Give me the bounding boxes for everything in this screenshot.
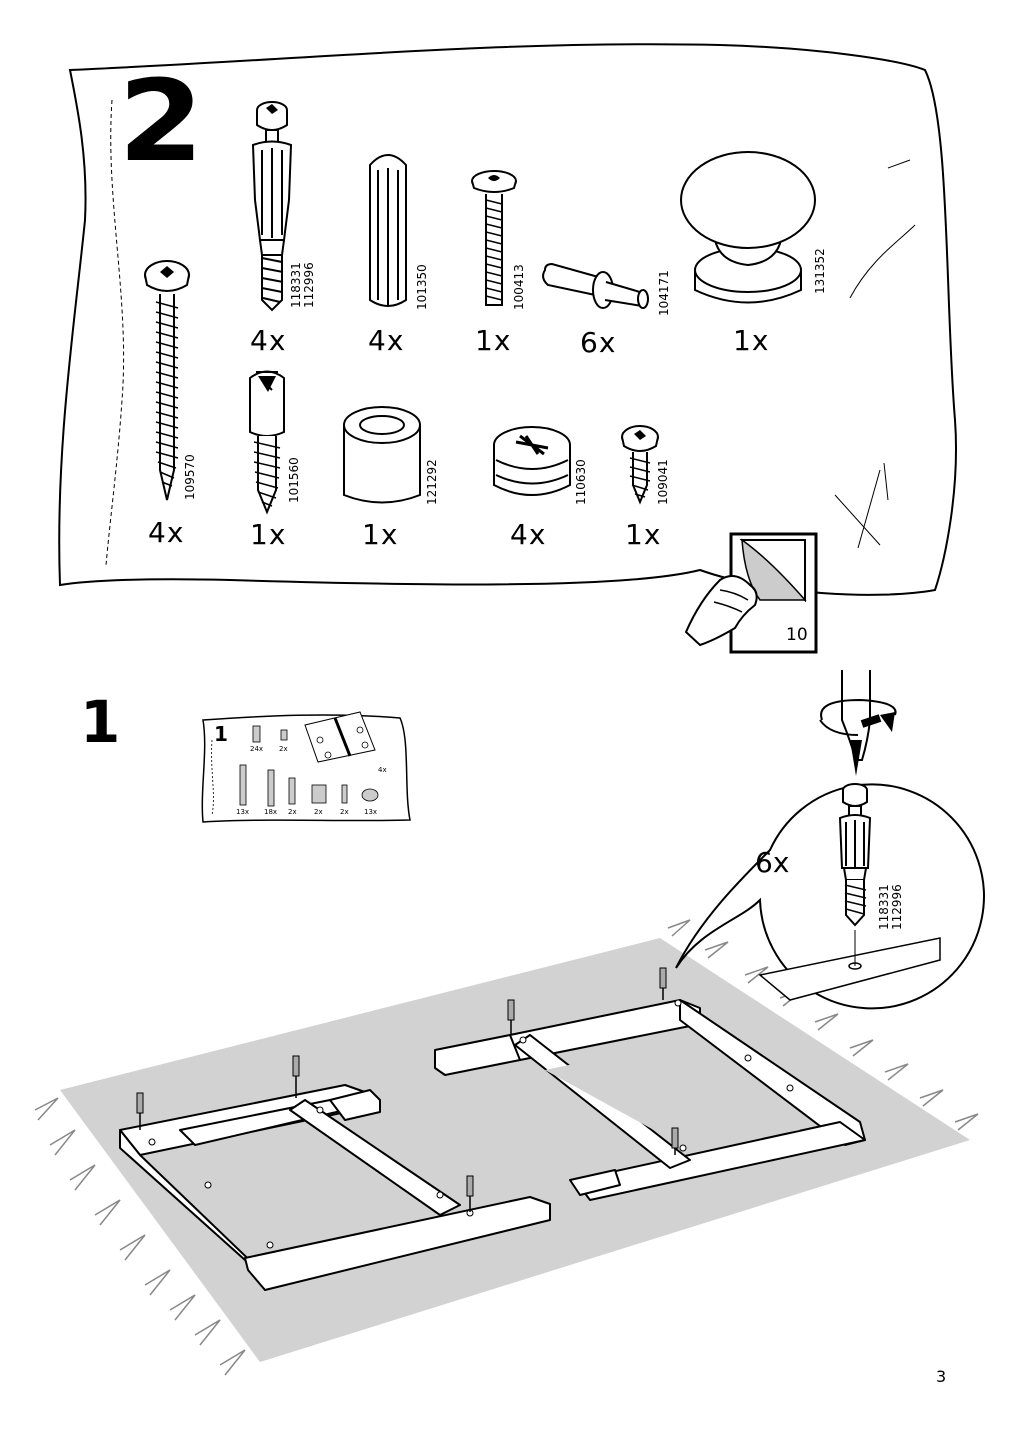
part-quantity: 1x	[362, 518, 399, 551]
part-quantity: 4x	[148, 516, 185, 549]
part-quantity: 6x	[580, 326, 617, 359]
thumbnail-qty: 2x	[288, 808, 297, 816]
part-quantity: 1x	[625, 518, 662, 551]
thumbnail-qty: 2x	[314, 808, 323, 816]
part-quantity: 4x	[250, 324, 287, 357]
step-number-2: 2	[118, 57, 204, 187]
thumbnail-step-number: 1	[214, 722, 228, 746]
part-quantity: 4x	[510, 518, 547, 551]
callout-quantity: 6x	[755, 846, 790, 879]
thumbnail-qty: 13x	[236, 808, 250, 816]
part-quantity: 1x	[250, 518, 287, 551]
thumbnail-qty: 18x	[264, 808, 278, 816]
page-reference: 10	[786, 625, 808, 645]
thumbnail-qty: 24x	[250, 745, 264, 753]
thumbnail-qty: 4x	[378, 766, 387, 774]
thumbnail-qty: 13x	[364, 808, 378, 816]
thumbnail-qty: 2x	[340, 808, 349, 816]
part-quantity: 4x	[368, 324, 405, 357]
part-quantity: 1x	[733, 324, 770, 357]
page-number: 3	[936, 1367, 947, 1386]
part-quantity: 1x	[475, 324, 512, 357]
step-number-1: 1	[80, 688, 121, 756]
thumbnail-qty: 2x	[279, 745, 288, 753]
